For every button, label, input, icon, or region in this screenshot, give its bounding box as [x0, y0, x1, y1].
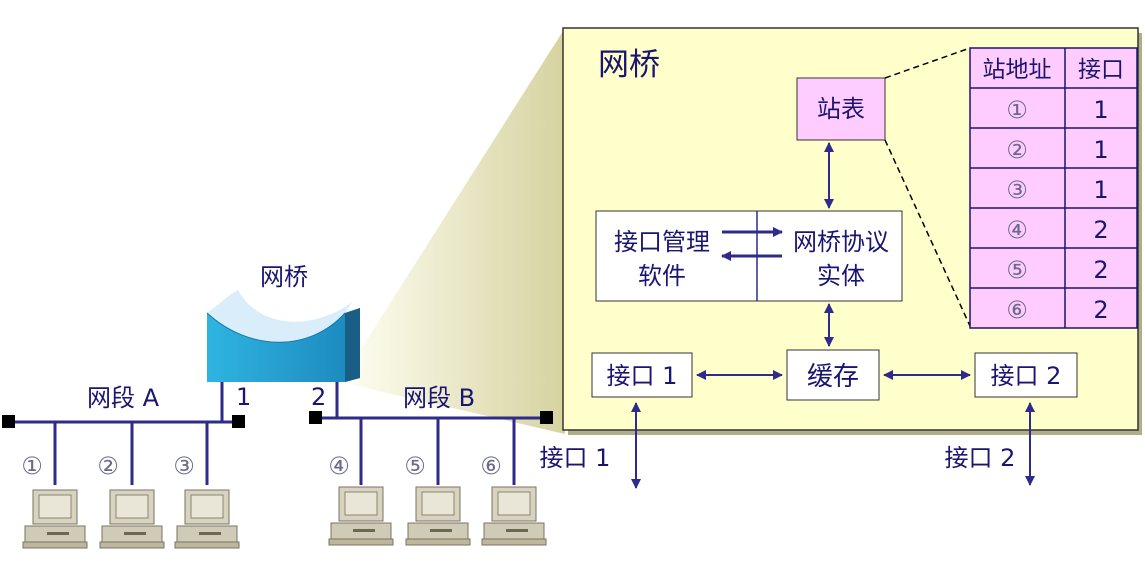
bridge-port-2-label: 2: [311, 383, 326, 411]
station-address-table: 站地址 接口 ① 1 ② 1 ③ 1 ④ 2 ⑤ 2 ⑥ 2: [969, 47, 1138, 329]
interface-2-label: 接口 2: [991, 362, 1062, 390]
table-cell-address: ④: [1006, 216, 1028, 244]
computer-icon: [174, 489, 240, 549]
table-cell-address: ⑤: [1006, 256, 1028, 284]
table-cell-address: ②: [1006, 136, 1028, 164]
table-cell-port: 1: [1093, 136, 1108, 164]
dashed-connector-top: [884, 47, 971, 79]
mgmt-software-label-2: 软件: [638, 262, 686, 290]
segment-a-terminator-right: [232, 415, 245, 428]
protocol-entity-label-2: 实体: [817, 262, 865, 290]
computer-icon: [481, 486, 547, 546]
external-iface2-label: 接口 2: [945, 444, 1016, 472]
station-label-5: ⑤: [404, 452, 426, 480]
interface-1-label: 接口 1: [607, 362, 678, 390]
station-label-1: ①: [21, 452, 43, 480]
bridge-device: [206, 290, 360, 382]
table-cell-port: 2: [1093, 216, 1108, 244]
station-label-6: ⑥: [480, 452, 502, 480]
station-label-2: ②: [97, 452, 119, 480]
station-table-box-label: 站表: [817, 95, 865, 123]
table-cell-port: 1: [1093, 176, 1108, 204]
bridge-label: 网桥: [260, 263, 308, 291]
table-header-address: 站地址: [983, 57, 1052, 83]
table-cell-address: ⑥: [1006, 296, 1028, 324]
buffer-label: 缓存: [807, 362, 859, 392]
computer-icon: [405, 486, 471, 546]
station-label-4: ④: [328, 452, 350, 480]
table-cell-port: 1: [1093, 96, 1108, 124]
bridge-port-1-label: 1: [236, 383, 251, 411]
table-cell-port: 2: [1093, 256, 1108, 284]
dashed-connector-bottom: [884, 139, 971, 327]
external-iface1-label: 接口 1: [540, 444, 611, 472]
segment-b-terminator-left: [309, 411, 322, 424]
protocol-entity-label-1: 网桥协议: [793, 228, 889, 256]
segment-b-label: 网段 B: [403, 384, 475, 412]
detail-title: 网桥: [598, 47, 660, 83]
interface-1-box: [591, 352, 693, 398]
segment-a-label: 网段 A: [87, 384, 160, 412]
table-cell-port: 2: [1093, 296, 1108, 324]
computer-icon: [328, 486, 394, 546]
computer-icon: [22, 489, 88, 549]
segment-b-terminator-right: [540, 411, 553, 424]
buffer-box: [786, 349, 880, 401]
interface-2-box: [974, 352, 1078, 398]
station-table-box: [796, 77, 886, 141]
callout-projection: [340, 28, 565, 434]
station-label-3: ③: [173, 452, 195, 480]
computer-icon: [99, 489, 165, 549]
table-cell-address: ①: [1006, 96, 1028, 124]
mgmt-software-label-1: 接口管理: [614, 228, 710, 256]
segment-a-terminator-left: [2, 415, 15, 428]
table-cell-address: ③: [1006, 176, 1028, 204]
table-header-port: 接口: [1078, 57, 1124, 83]
